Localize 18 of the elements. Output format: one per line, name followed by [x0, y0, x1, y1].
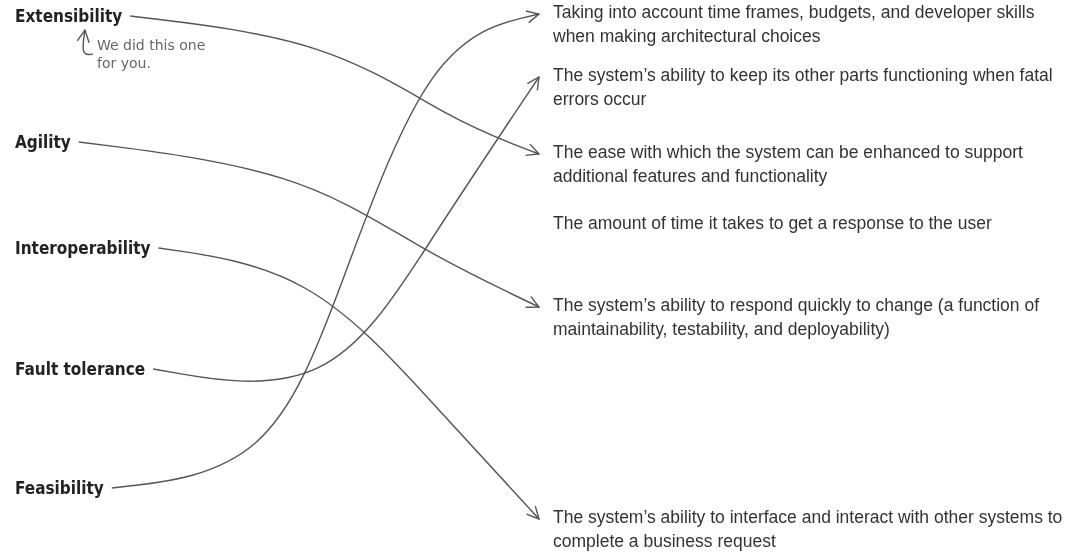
term-label: Extensibility [15, 6, 123, 26]
handwritten-note: We did this one for you. [97, 36, 207, 72]
description-text: The system’s ability to respond quickly to change (a function of maintainability, testability, and deployability) [553, 293, 1063, 341]
leader-arrow [76, 29, 94, 56]
description-text: The amount of time it takes to get a response to the user [553, 211, 1063, 235]
description-text: The system’s ability to keep its other parts functioning when fatal errors occur [553, 63, 1063, 111]
arrow [157, 247, 540, 520]
term-label: Fault tolerance [15, 359, 146, 379]
description-text: Taking into account time frames, budgets, and developer skills when making architectural choices [553, 0, 1063, 48]
arrow [111, 10, 540, 489]
description-text: The system’s ability to interface and interact with other systems to complete a business request [553, 505, 1063, 553]
term-label: Feasibility [15, 478, 104, 498]
term-label: Agility [15, 132, 71, 152]
arrow [152, 76, 540, 382]
arrow [78, 141, 540, 308]
term-label: Interoperability [15, 238, 151, 258]
arrow [129, 15, 540, 156]
description-text: The ease with which the system can be enhanced to support additional features and functionality [553, 140, 1063, 188]
